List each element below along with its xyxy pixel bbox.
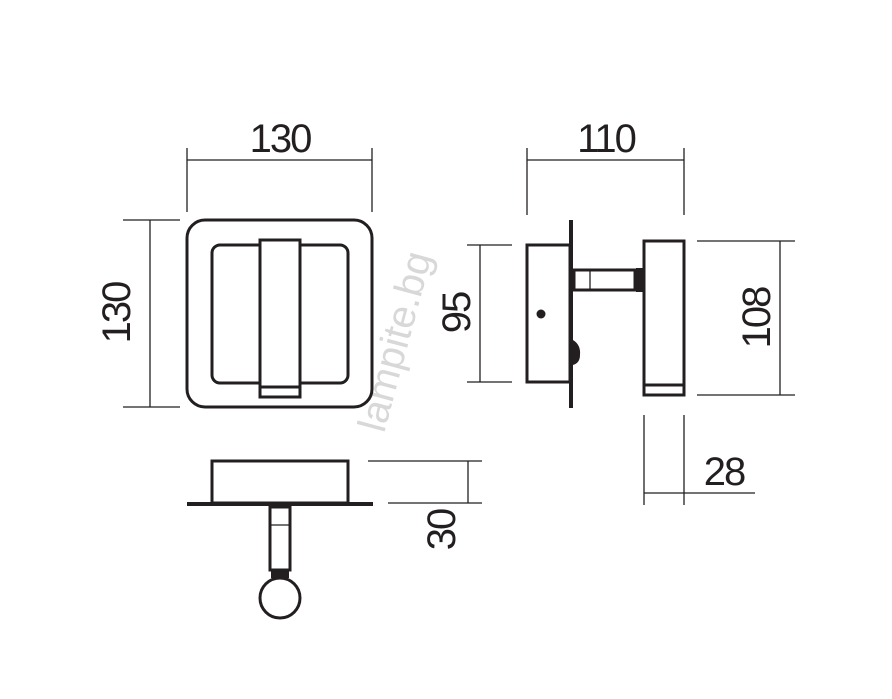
side-head — [642, 239, 686, 397]
screw-icon — [536, 309, 546, 319]
dimension-bottom-height: 30 — [368, 460, 482, 550]
dimension-front-width: 130 — [186, 117, 373, 212]
switch-icon — [573, 340, 581, 365]
dimension-front-height: 130 — [95, 219, 180, 408]
bottom-view — [187, 459, 373, 620]
side-base-box — [525, 243, 572, 384]
dim-label: 28 — [704, 450, 745, 494]
dimension-side-head-height: 108 — [697, 240, 795, 396]
dim-label: 130 — [250, 117, 311, 161]
dim-label: 30 — [420, 509, 464, 550]
side-view — [525, 220, 686, 408]
side-arm — [572, 268, 637, 292]
bottom-ball-head — [258, 576, 302, 620]
dim-label: 110 — [577, 117, 636, 161]
bottom-joint — [271, 570, 289, 578]
side-joint — [636, 268, 643, 292]
front-view — [185, 218, 374, 409]
bottom-base-box — [210, 459, 350, 505]
dim-label: 95 — [435, 292, 479, 333]
dim-label: 108 — [735, 287, 779, 348]
front-head-strip — [258, 238, 302, 399]
bottom-arm — [268, 505, 292, 572]
dimension-side-base-height: 95 — [435, 244, 512, 383]
dimension-side-head-width: 28 — [643, 415, 755, 505]
dimension-side-depth: 110 — [526, 117, 685, 215]
dim-label: 130 — [95, 282, 139, 343]
